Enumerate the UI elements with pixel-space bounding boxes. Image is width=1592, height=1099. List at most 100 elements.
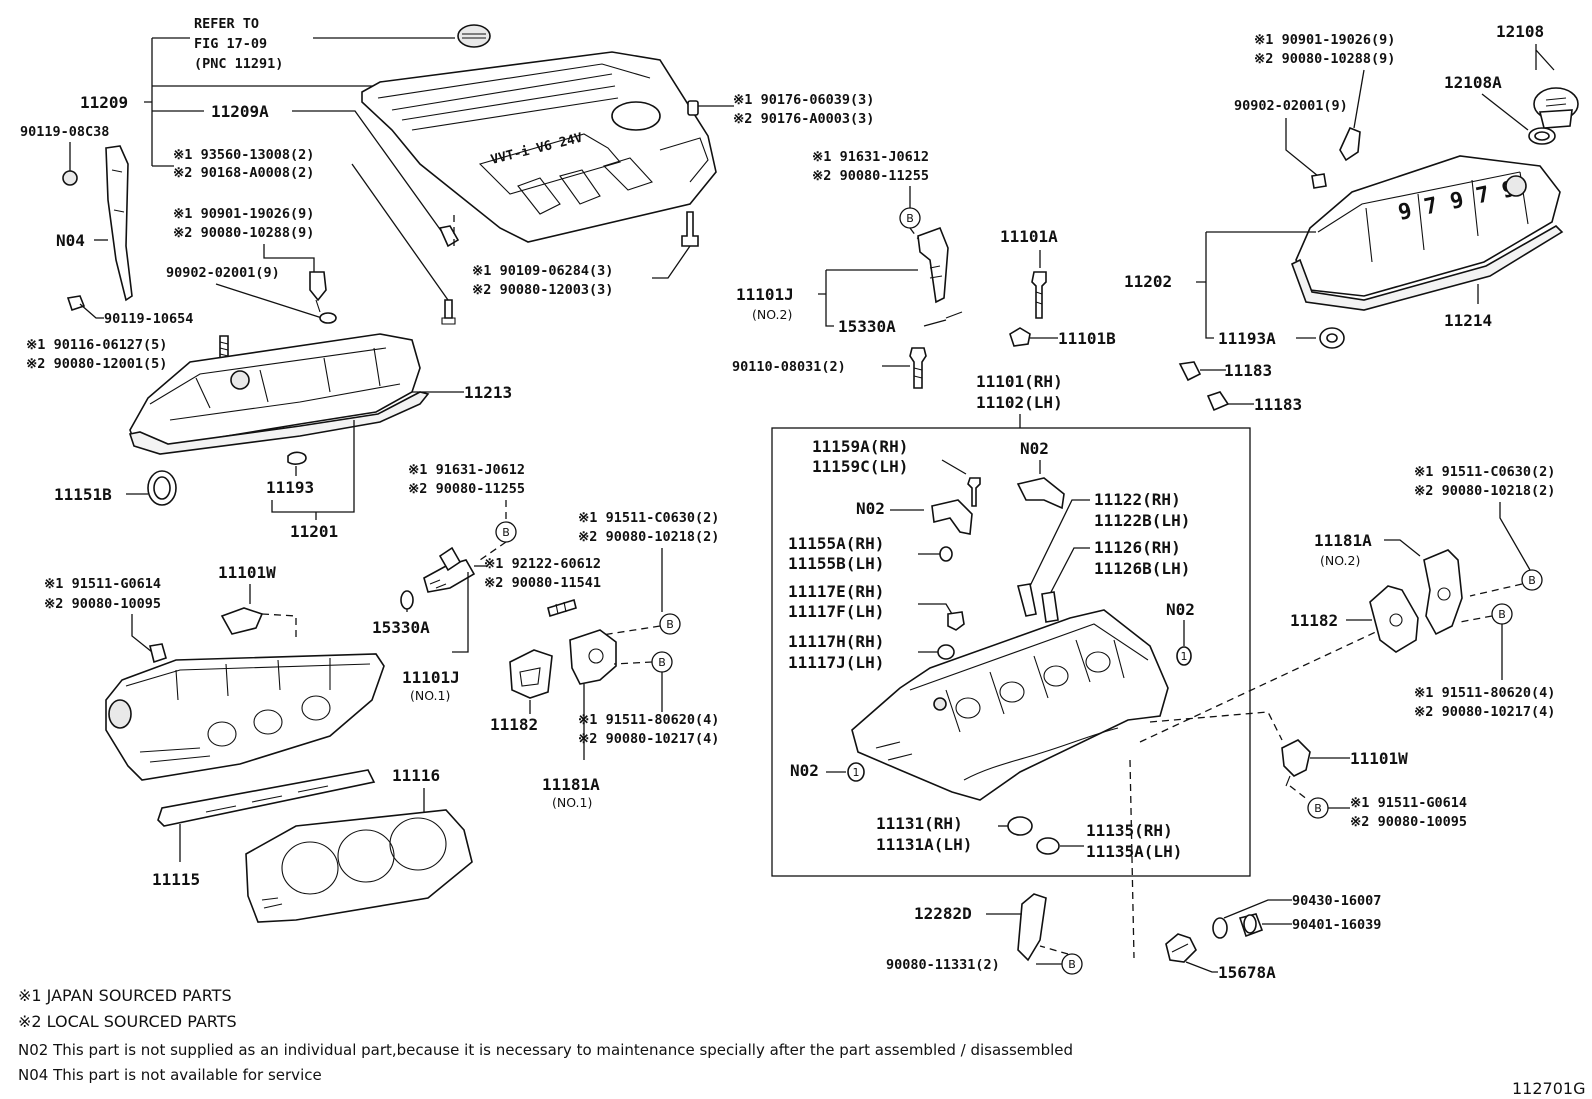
svg-text:B: B <box>1068 958 1076 971</box>
svg-text:B: B <box>906 212 914 225</box>
svg-text:N04: N04 <box>56 231 85 250</box>
svg-text:11131(RH): 11131(RH) <box>876 814 963 833</box>
svg-text:11116: 11116 <box>392 766 440 785</box>
svg-text:※1 91511-80620(4): ※1 91511-80620(4) <box>578 712 719 728</box>
oil-filler-cap-ref-icon <box>457 24 491 48</box>
svg-text:11101A: 11101A <box>1000 227 1058 246</box>
svg-text:11155A(RH): 11155A(RH) <box>788 534 884 553</box>
label-90401: 90401-16039 <box>1238 913 1381 938</box>
label-n02-a: N02 <box>1016 439 1065 510</box>
svg-text:11181A: 11181A <box>1314 531 1372 550</box>
footnote-n04: N04 This part is not available for servi… <box>18 1066 322 1084</box>
svg-text:(NO.2): (NO.2) <box>752 307 792 322</box>
label-11214: 11214 <box>1444 284 1492 330</box>
svg-text:※2 90080-10218(2): ※2 90080-10218(2) <box>578 529 719 545</box>
svg-text:B: B <box>1528 574 1536 587</box>
label-11101a: 11101A <box>1000 227 1058 319</box>
label-12282d: 12282D <box>914 904 1022 923</box>
svg-text:11101W: 11101W <box>218 563 276 582</box>
label-11193a: 11193A <box>1218 327 1345 349</box>
label-11135: 11135(RH) 11135A(LH) <box>1036 821 1182 861</box>
svg-text:11117J(LH): 11117J(LH) <box>788 653 884 672</box>
label-n04: N04 <box>56 231 108 250</box>
label-n02-c: N02 1 <box>1166 600 1195 666</box>
svg-text:11126B(LH): 11126B(LH) <box>1094 559 1190 578</box>
label-11193-11201: 11193 11201 <box>266 420 355 541</box>
svg-text:※1 93560-13008(2): ※1 93560-13008(2) <box>173 147 314 163</box>
right-cylinder-head-part <box>851 609 1169 801</box>
footnote-japan: ※1 JAPAN SOURCED PARTS <box>18 986 232 1005</box>
svg-text:B: B <box>658 656 666 669</box>
callout-91511-g-left: ※1 91511-G0614 ※2 90080-10095 <box>44 576 167 664</box>
svg-text:※1 91511-G0614: ※1 91511-G0614 <box>1350 795 1467 811</box>
svg-text:90902-02001(9): 90902-02001(9) <box>1234 98 1348 114</box>
svg-text:※2 90080-12003(3): ※2 90080-12003(3) <box>472 282 613 298</box>
label-11101b: 11101B <box>1009 327 1116 348</box>
label-11131: 11131(RH) 11131A(LH) <box>876 814 1033 854</box>
svg-text:11101J: 11101J <box>736 285 794 304</box>
label-11182-right: 11182 <box>1290 611 1372 630</box>
bracket-11181a-left-part <box>569 629 617 685</box>
svg-text:B: B <box>1498 608 1506 621</box>
label-11117-ef: 11117E(RH) 11117F(LH) <box>788 582 965 631</box>
callout-91511-c-right: ※1 91511-C0630(2) ※2 90080-10218(2) B <box>1414 464 1555 597</box>
svg-text:※1 90109-06284(3): ※1 90109-06284(3) <box>472 263 613 279</box>
bracket-11181a-right-part <box>1423 549 1463 636</box>
svg-text:11135A(LH): 11135A(LH) <box>1086 842 1182 861</box>
refer-line-2: FIG 17-09 <box>194 36 267 52</box>
label-11159: 11159A(RH) 11159C(LH) <box>812 437 981 507</box>
svg-text:(NO.1): (NO.1) <box>552 795 592 810</box>
callout-90176: ※1 90176-06039(3) ※2 90176-A0003(3) <box>687 92 874 127</box>
callout-91511-c-left: ※1 91511-C0630(2) ※2 90080-10218(2) B <box>578 510 719 637</box>
left-valve-cover-part <box>128 333 430 455</box>
svg-text:※2 90168-A0008(2): ※2 90168-A0008(2) <box>173 165 314 181</box>
label-11101j-right: 11101J (NO.2) <box>736 269 918 327</box>
svg-text:※1 90176-06039(3): ※1 90176-06039(3) <box>733 92 874 108</box>
label-15330a-right: 15330A <box>838 317 947 336</box>
svg-text:11117E(RH): 11117E(RH) <box>788 582 884 601</box>
cap-gasket-part <box>1528 127 1556 145</box>
svg-text:11183: 11183 <box>1224 361 1272 380</box>
svg-text:11115: 11115 <box>152 870 200 889</box>
svg-text:11201: 11201 <box>290 522 338 541</box>
svg-text:90119-10654: 90119-10654 <box>104 311 193 327</box>
ocv-right-part <box>917 226 963 319</box>
label-90080-11331: 90080-11331(2) B <box>886 945 1083 975</box>
callout-90116: ※1 90116-06127(5) ※2 90080-12001(5) <box>26 335 229 372</box>
label-12108: 12108 <box>1496 22 1555 71</box>
svg-text:1: 1 <box>853 766 860 779</box>
cylinder-head-gasket-part <box>245 809 473 923</box>
svg-text:(NO.2): (NO.2) <box>1320 553 1360 568</box>
callout-91511-g-right: B ※1 91511-G0614 ※2 90080-10095 <box>1289 785 1467 830</box>
svg-text:11214: 11214 <box>1444 311 1492 330</box>
svg-text:11122(RH): 11122(RH) <box>1094 490 1181 509</box>
engine-cover-part: VVT-i V6 24V <box>361 51 717 243</box>
marker-b-icon <box>1521 569 1543 591</box>
label-11183-a: 11183 <box>1178 361 1272 382</box>
callout-90901-left: ※1 90901-19026(9) ※2 90080-10288(9) 9090… <box>166 206 337 324</box>
svg-text:11135(RH): 11135(RH) <box>1086 821 1173 840</box>
svg-text:90902-02001(9): 90902-02001(9) <box>166 265 280 281</box>
svg-text:※2 90080-11255: ※2 90080-11255 <box>408 481 525 497</box>
label-n02-b: N02 <box>856 499 973 535</box>
ocv-left-part <box>423 546 476 593</box>
label-11183-b: 11183 <box>1206 391 1302 414</box>
label-11155: 11155A(RH) 11155B(LH) <box>788 534 953 573</box>
svg-text:N02: N02 <box>1166 600 1195 619</box>
right-valve-cover-part: 9 7 9 7 9 <box>1291 155 1564 311</box>
cam-sensor-right-part <box>1281 739 1311 787</box>
footnote-n02: N02 This part is not supplied as an indi… <box>18 1041 1073 1059</box>
svg-text:※2 90176-A0003(3): ※2 90176-A0003(3) <box>733 111 874 127</box>
footnotes: ※1 JAPAN SOURCED PARTS ※2 LOCAL SOURCED … <box>18 986 1073 1084</box>
left-cylinder-head-part <box>105 653 385 781</box>
label-11101j-left: 11101J (NO.1) <box>402 572 469 703</box>
svg-text:15678A: 15678A <box>1218 963 1276 982</box>
svg-text:1: 1 <box>1181 650 1188 663</box>
svg-text:※2 90080-11255: ※2 90080-11255 <box>812 168 929 184</box>
bracket-11182-left-part <box>509 649 553 699</box>
marker-b-icon <box>1061 953 1083 975</box>
label-12108a: 12108A <box>1444 73 1529 131</box>
svg-text:11209: 11209 <box>80 93 128 112</box>
svg-text:※1 90116-06127(5): ※1 90116-06127(5) <box>26 337 167 353</box>
label-11151b: 11151B <box>54 470 177 506</box>
